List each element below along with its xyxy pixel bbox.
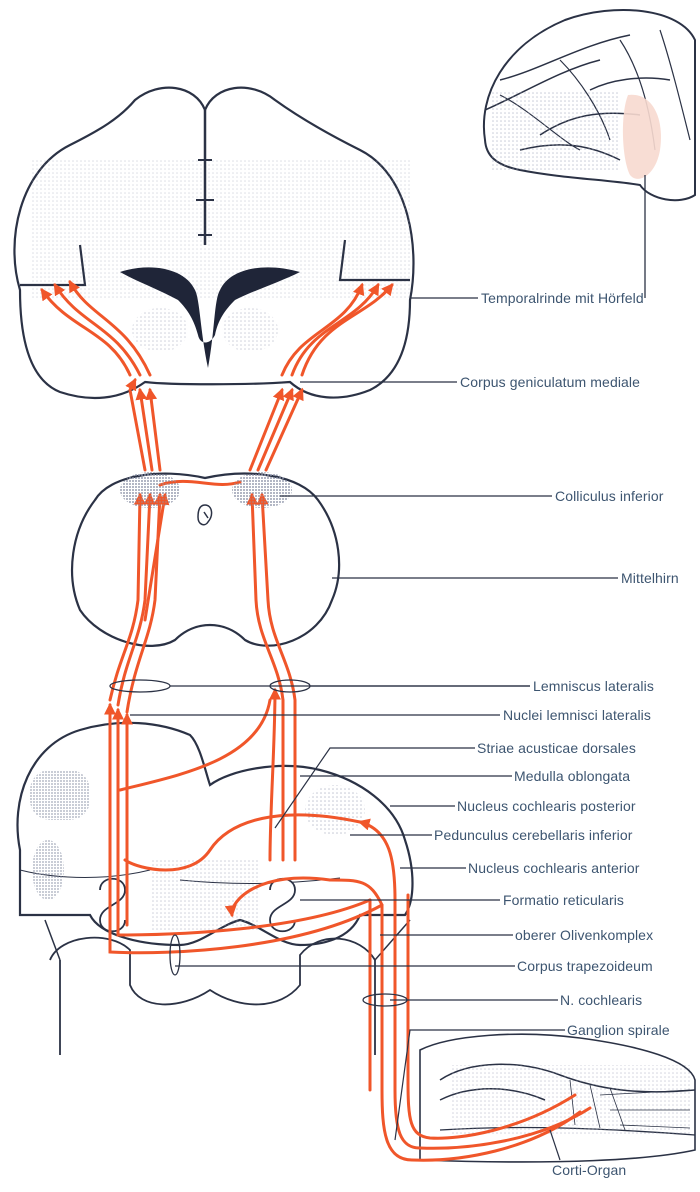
- label-temporalrinde: Temporalrinde mit Hörfeld: [481, 290, 644, 306]
- label-geniculatum: Corpus geniculatum mediale: [460, 374, 640, 390]
- label-mittelhirn: Mittelhirn: [621, 570, 679, 586]
- label-striae: Striae acusticae dorsales: [477, 740, 636, 756]
- label-formatio: Formatio reticularis: [503, 892, 624, 908]
- coronal-brain-section: [14, 88, 413, 398]
- label-medulla: Medulla oblongata: [514, 768, 630, 784]
- lateral-brain-illustration: [484, 10, 695, 298]
- colliculus-right: [232, 472, 292, 508]
- label-olivenkomplex: oberer Olivenkomplex: [515, 927, 653, 943]
- cochlea-illustration: [420, 1034, 695, 1162]
- label-ganglion: Ganglion spirale: [567, 1022, 670, 1038]
- label-n-cochlearis: N. cochlearis: [560, 992, 642, 1008]
- label-corti: Corti-Organ: [552, 1162, 626, 1178]
- colliculus-left: [120, 472, 180, 508]
- label-nucleus-posterior: Nucleus cochlearis posterior: [457, 798, 636, 814]
- label-leader-lines: [130, 298, 618, 1160]
- label-nuclei-lemnisci: Nuclei lemnisci lateralis: [503, 707, 651, 723]
- label-pedunculus: Pedunculus cerebellaris inferior: [434, 827, 633, 843]
- label-lemniscus: Lemniscus lateralis: [533, 678, 654, 694]
- midbrain-section: [72, 472, 339, 646]
- label-nucleus-anterior: Nucleus cochlearis anterior: [468, 860, 640, 876]
- label-trapezoideum: Corpus trapezoideum: [517, 958, 653, 974]
- medulla-section: [18, 723, 413, 1055]
- label-colliculus: Colliculus inferior: [555, 488, 664, 504]
